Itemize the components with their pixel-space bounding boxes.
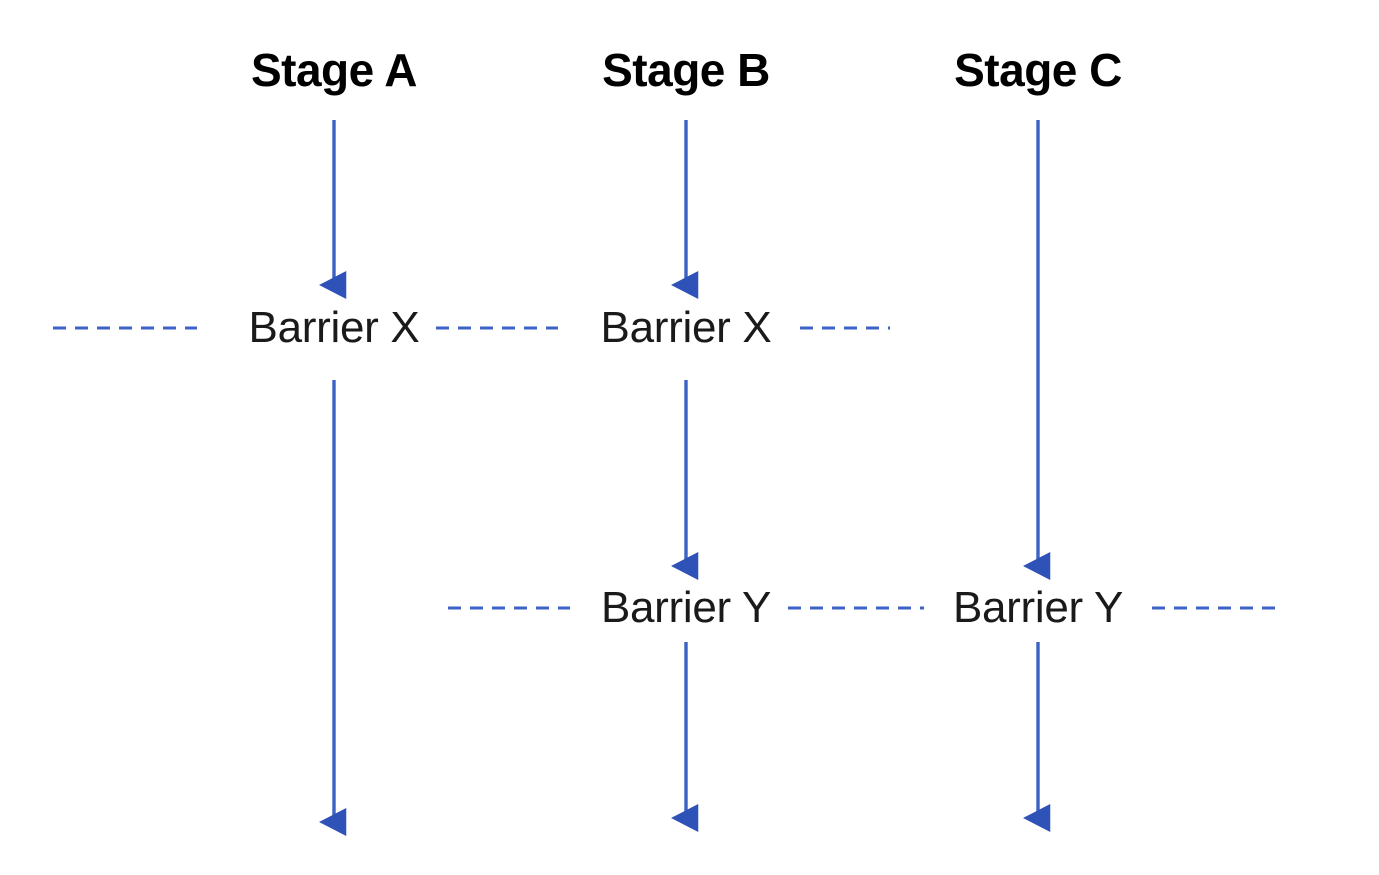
barrier-node-y-stage-c: Barrier Y bbox=[938, 584, 1138, 632]
dashed-connectors-group bbox=[53, 326, 1280, 610]
barrier-node-y-stage-b: Barrier Y bbox=[586, 584, 786, 632]
barrier-node-x-stage-a: Barrier X bbox=[234, 304, 434, 352]
arrows-group bbox=[319, 120, 1051, 836]
barrier-node-x-stage-b: Barrier X bbox=[586, 304, 786, 352]
stage-label-c: Stage C bbox=[954, 44, 1122, 96]
stage-label-a: Stage A bbox=[250, 44, 418, 96]
stage-label-b: Stage B bbox=[602, 44, 770, 96]
